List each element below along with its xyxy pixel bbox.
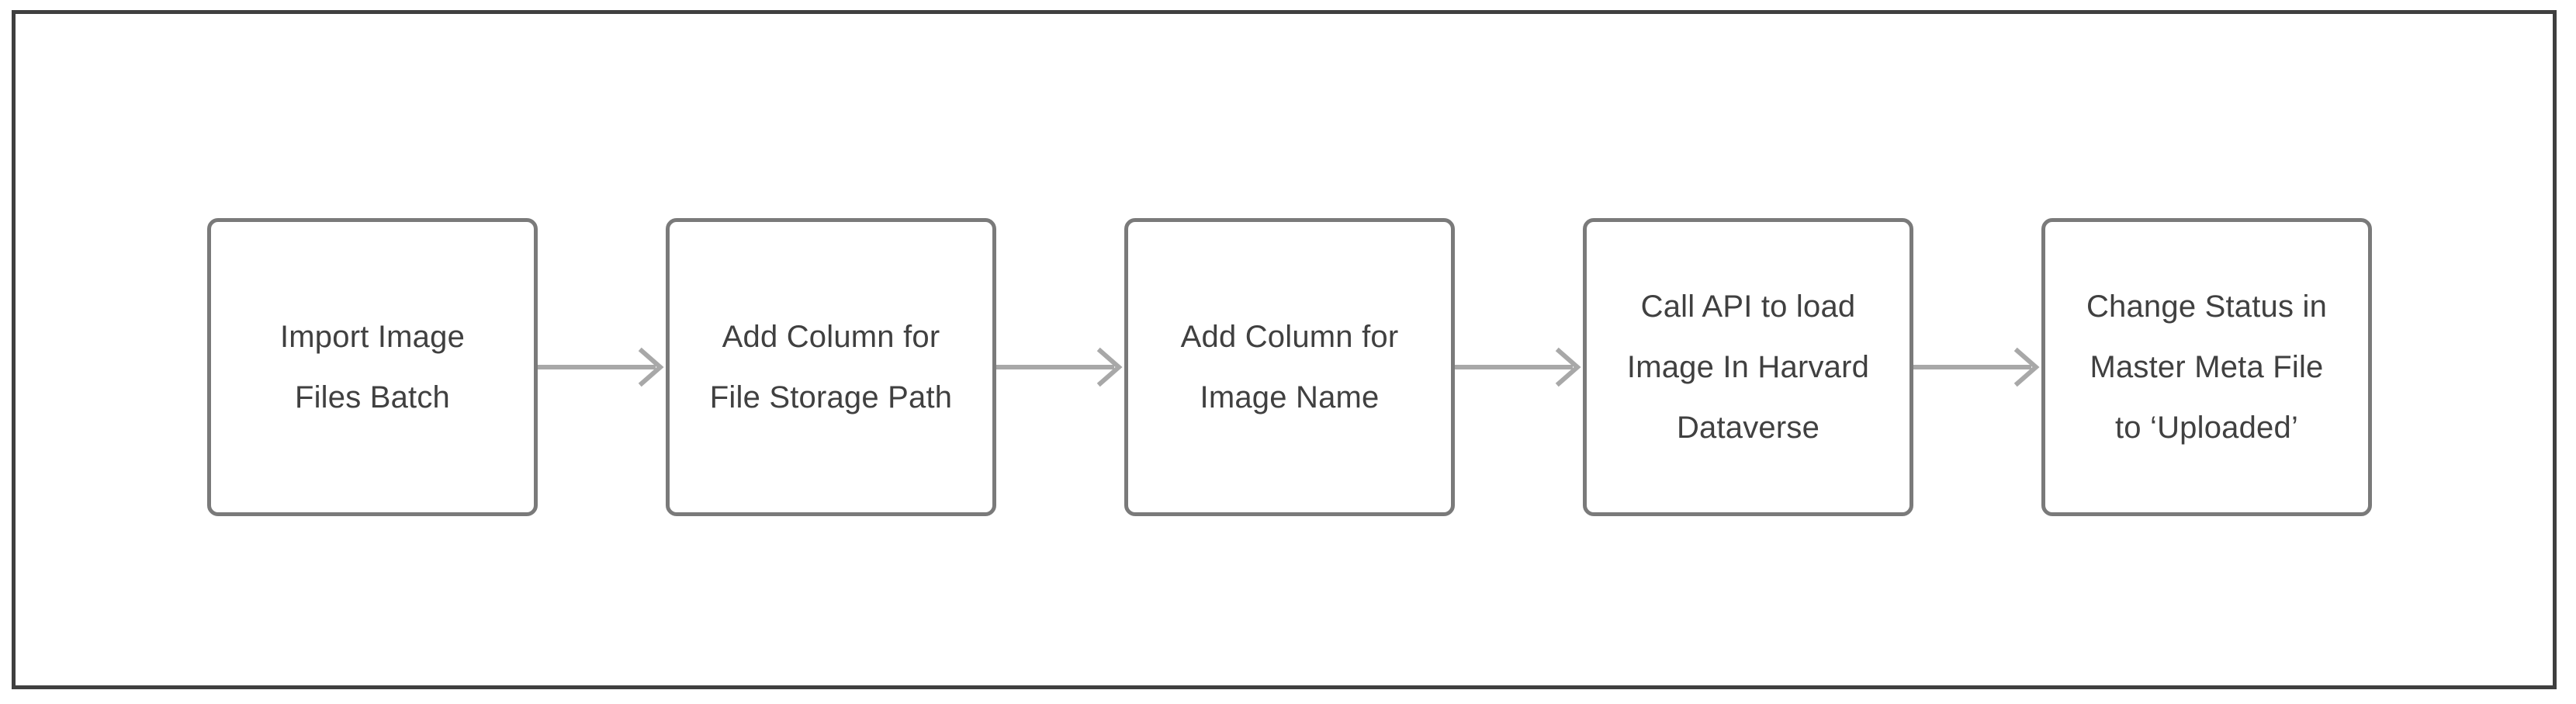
process-node-3-label: Add Column for Image Name <box>1180 320 1399 414</box>
process-node-1-label: Import Image Files Batch <box>279 320 466 414</box>
flow-sequence: Import Image Files Batch Add Column for … <box>207 206 2398 528</box>
process-node-2-label: Add Column for File Storage Path <box>709 320 953 414</box>
process-node-5-label: Change Status in Master Meta File to ‘Up… <box>2086 290 2328 445</box>
process-node-2[interactable]: Add Column for File Storage Path <box>666 218 996 516</box>
process-node-4[interactable]: Call API to load Image In Harvard Datave… <box>1583 218 1913 516</box>
connector-arrow-4 <box>1913 344 2041 390</box>
process-node-3[interactable]: Add Column for Image Name <box>1124 218 1455 516</box>
process-node-5[interactable]: Change Status in Master Meta File to ‘Up… <box>2041 218 2372 516</box>
connector-arrow-2 <box>996 344 1124 390</box>
diagram-frame: Import Image Files Batch Add Column for … <box>12 10 2557 689</box>
process-node-1[interactable]: Import Image Files Batch <box>207 218 538 516</box>
process-node-4-label: Call API to load Image In Harvard Datave… <box>1626 290 1870 445</box>
arrow-right-icon <box>1913 347 2040 387</box>
arrow-right-icon <box>538 347 664 387</box>
connector-arrow-1 <box>538 344 666 390</box>
connector-arrow-3 <box>1455 344 1583 390</box>
arrow-right-icon <box>1455 347 1581 387</box>
arrow-right-icon <box>996 347 1123 387</box>
